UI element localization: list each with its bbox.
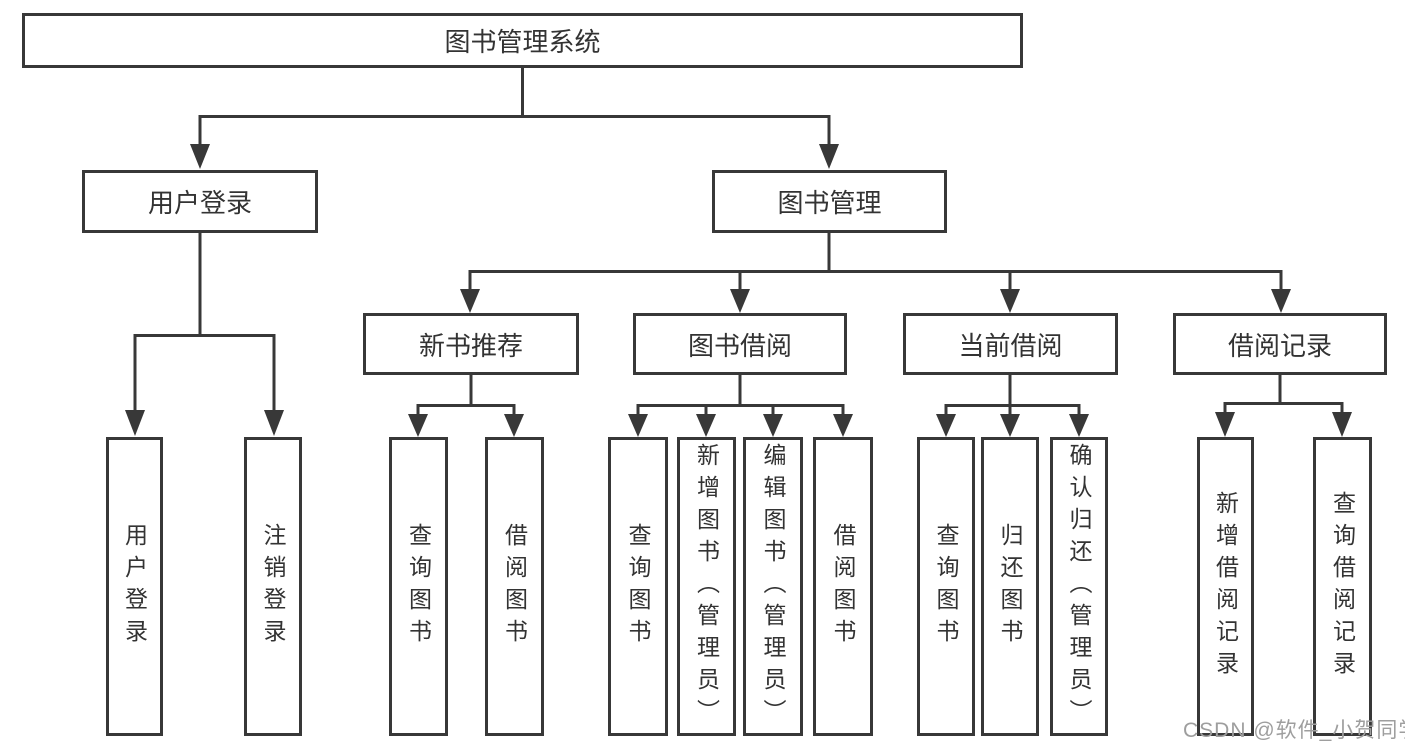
arrowhead — [936, 414, 956, 437]
arrowhead — [264, 410, 284, 436]
connector-userlogin-to-leaves — [133, 233, 276, 412]
arrowhead — [1000, 289, 1020, 313]
arrowhead — [819, 144, 839, 169]
connector-bookborrow-to-leaves — [636, 375, 845, 417]
arrowheads-group — [125, 144, 1352, 437]
leaf-borrow-books-2: 借阅图书 — [813, 437, 873, 736]
leaf-borrow-books-1: 借阅图书 — [485, 437, 544, 736]
connector-borrowrecord-to-leaves — [1223, 375, 1344, 416]
arrowhead — [1215, 412, 1235, 437]
arrowhead — [730, 289, 750, 313]
node-book-borrow: 图书借阅 — [633, 313, 847, 375]
connector-group — [133, 68, 1344, 417]
leaf-query-books-2: 查询图书 — [608, 437, 668, 736]
connector-currentborrow-to-leaves — [944, 375, 1081, 417]
csdn-watermark: CSDN @软件_小贺同学 — [1183, 719, 1405, 742]
leaf-query-borrow-record: 查询借阅记录 — [1313, 437, 1372, 736]
arrowhead — [763, 414, 783, 437]
arrowhead — [1271, 289, 1291, 313]
leaf-query-books-1: 查询图书 — [389, 437, 448, 736]
leaf-logout: 注销登录 — [244, 437, 302, 736]
arrowhead — [833, 414, 853, 437]
connector-bookmgmt-to-level3 — [468, 233, 1283, 291]
leaf-query-books-3: 查询图书 — [917, 437, 975, 736]
arrowhead — [1332, 412, 1352, 437]
node-new-book-recommend: 新书推荐 — [363, 313, 579, 375]
arrowhead — [1000, 414, 1020, 437]
arrowhead — [696, 414, 716, 437]
leaf-add-borrow-record: 新增借阅记录 — [1197, 437, 1254, 736]
connector-newbook-to-leaves — [416, 375, 516, 417]
leaf-edit-book-admin: 编辑图书（管理员） — [743, 437, 803, 736]
arrowhead — [190, 144, 210, 169]
arrowhead — [628, 414, 648, 437]
arrowhead — [408, 414, 428, 437]
leaf-confirm-return-admin: 确认归还（管理员） — [1050, 437, 1108, 736]
node-borrow-record: 借阅记录 — [1173, 313, 1387, 375]
arrowhead — [125, 410, 145, 436]
leaf-return-book: 归还图书 — [981, 437, 1039, 736]
node-user-login: 用户登录 — [82, 170, 318, 233]
node-current-borrow: 当前借阅 — [903, 313, 1118, 375]
leaf-add-book-admin: 新增图书（管理员） — [677, 437, 736, 736]
connector-root-to-level2 — [198, 68, 831, 146]
node-book-management: 图书管理 — [712, 170, 947, 233]
arrowhead — [460, 289, 480, 313]
arrowhead — [1069, 414, 1089, 437]
node-root-library-system: 图书管理系统 — [22, 13, 1023, 68]
arrowhead — [504, 414, 524, 437]
leaf-user-login: 用户登录 — [106, 437, 163, 736]
